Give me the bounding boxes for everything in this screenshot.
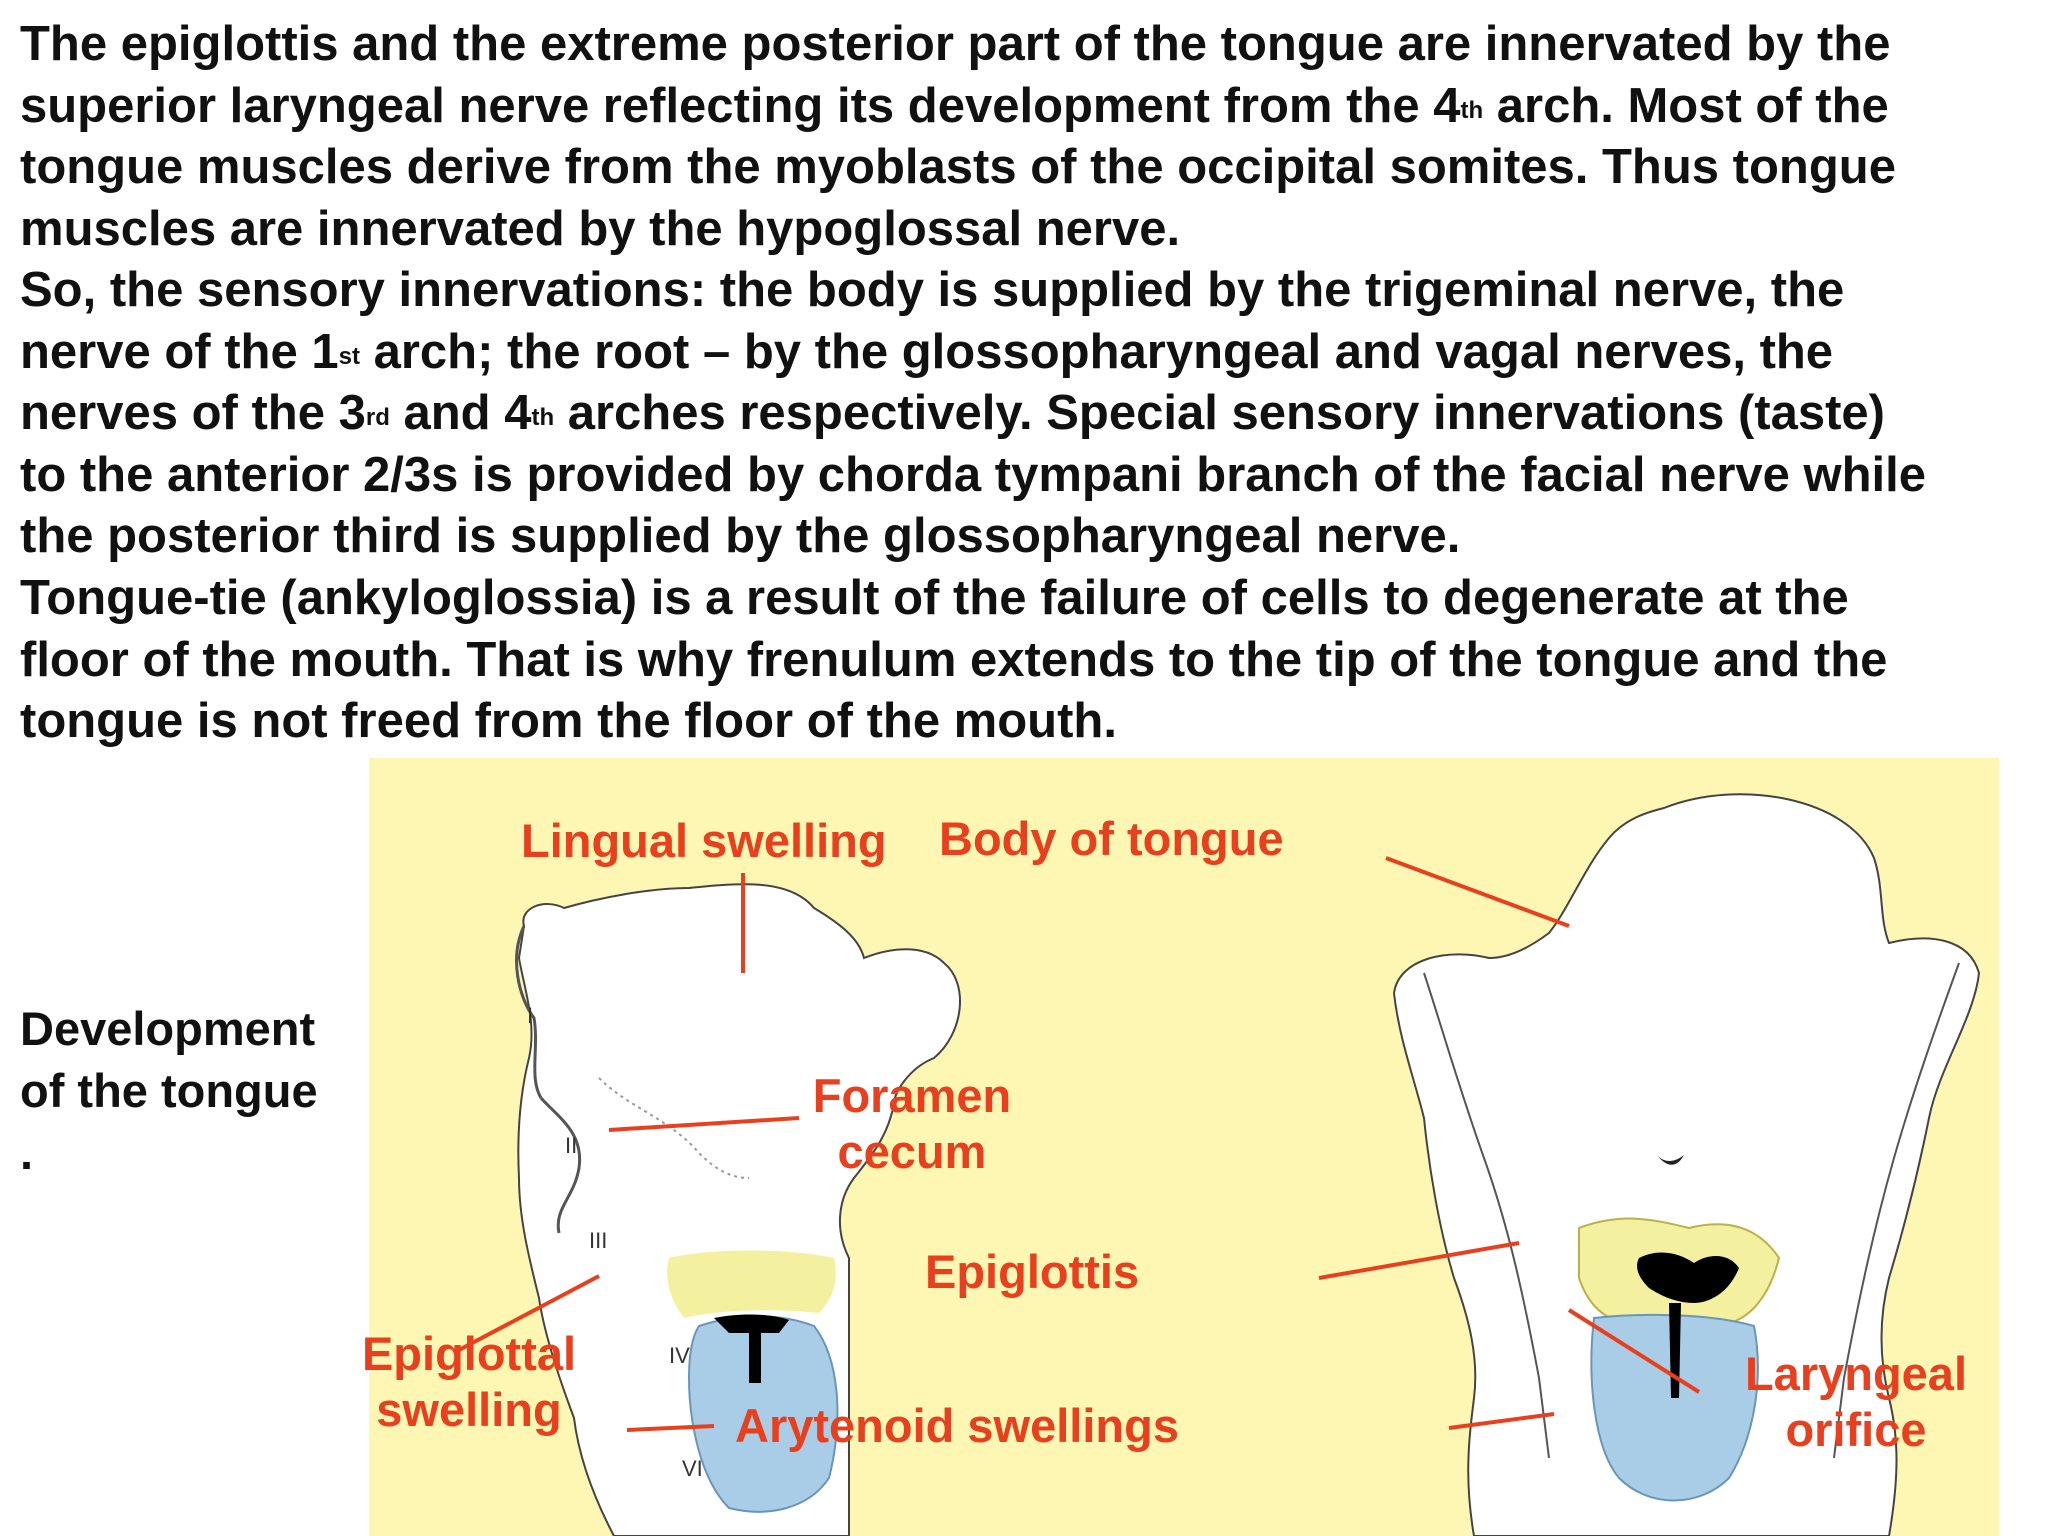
early-tongue-drawing: I II III IV VI (515, 883, 961, 1536)
text-span: muscles are innervated by the hypoglossa… (20, 201, 1181, 256)
label-line: Epiglottal (361, 1327, 577, 1380)
paragraph-sensory-innervations: So, the sensory innervations: the body i… (20, 260, 2040, 568)
text-span: superior laryngeal nerve reflecting its … (20, 78, 1461, 133)
text-span: the posterior third is supplied by the g… (20, 509, 1461, 563)
label-laryngeal-orifice: Laryngeal orifice (1721, 1346, 1991, 1458)
leader-laryngeal-orifice (1567, 1308, 1701, 1394)
leader-arytenoid-swellings-right (1448, 1412, 1555, 1430)
arch-numeral-ii: II (565, 1133, 577, 1158)
text-span: So, the sensory innervations: the body i… (20, 263, 1845, 317)
text-line: Tongue-tie (ankyloglossia) is a result o… (20, 568, 2040, 630)
arch-one-fold (515, 925, 543, 1099)
leader-arytenoid-swellings (626, 1424, 715, 1432)
label-line: swelling (376, 1383, 562, 1436)
superscript: th (1460, 96, 1484, 124)
leader-lines (458, 856, 1701, 1432)
text-line: muscles are innervated by the hypoglossa… (20, 199, 2040, 261)
leader-epiglottis (1318, 1241, 1520, 1280)
arch-numeral-i: I (527, 1003, 533, 1028)
paragraph-tongue-tie: Tongue-tie (ankyloglossia) is a result o… (20, 568, 2040, 753)
median-sulcus (598, 1077, 750, 1179)
label-epiglottis: Epiglottis (925, 1245, 1140, 1298)
text-span: floor of the mouth. That is why frenulum… (20, 632, 1888, 687)
label-line: Laryngeal (1744, 1347, 1968, 1400)
text-line: to the anterior 2/3s is provided by chor… (20, 445, 2040, 507)
text-line: The epiglottis and the extreme posterior… (20, 14, 2040, 76)
text-span: arch. Most of the (1483, 78, 1889, 133)
text-line: tongue muscles derive from the myoblasts… (20, 137, 2040, 199)
text-line: the posterior third is supplied by the g… (20, 506, 2040, 568)
text-span: The epiglottis and the extreme posterior… (20, 17, 1891, 71)
arch-numeral-iv: IV (669, 1343, 690, 1368)
laryngeal-orifice-region (1637, 1252, 1739, 1303)
text-span: and 4 (389, 386, 532, 440)
text-line: So, the sensory innervations: the body i… (20, 260, 2040, 322)
laryngeal-slit (714, 1314, 789, 1383)
paragraph-innervation-epiglottis: The epiglottis and the extreme posterior… (20, 14, 2040, 260)
text-line: nerve of the 1st arch; the root – by the… (20, 322, 2040, 384)
label-line: cecum (837, 1125, 987, 1178)
text-line: nerves of the 3rd and 4th arches respect… (20, 383, 2040, 445)
later-arytenoid-region (1590, 1313, 1759, 1502)
caption-line: Development (20, 1002, 316, 1055)
text-span: arches respectively. Special sensory inn… (554, 386, 1885, 440)
foramen-cecum-mark (1657, 1155, 1684, 1165)
label-arytenoid-swellings: Arytenoid swellings (735, 1399, 1179, 1452)
text-span: tongue muscles derive from the myoblasts… (20, 140, 1896, 194)
leader-epiglottal-swelling (458, 1274, 600, 1352)
caption-line: of the tongue (20, 1064, 318, 1117)
leader-foramen-cecum (608, 1116, 800, 1132)
left-outer-arch (1423, 972, 1550, 1459)
text-line: floor of the mouth. That is why frenulum… (20, 630, 2040, 692)
text-span: arch; the root – by the glossopharyngeal… (359, 324, 1834, 379)
label-line: orifice (1785, 1403, 1927, 1456)
label-foramen-cecum: Foramen cecum (797, 1068, 1027, 1180)
later-laryngeal-slit (1669, 1303, 1681, 1398)
superscript: st (338, 342, 360, 370)
caption-line: . (20, 1126, 34, 1179)
later-tongue-outline (1392, 793, 1981, 1536)
arch-numeral-vi: VI (682, 1456, 703, 1481)
arytenoid-swelling-region (687, 1315, 839, 1513)
text-span: nerves of the 3 (20, 386, 366, 440)
text-span: Tongue-tie (ankyloglossia) is a result o… (20, 571, 1849, 625)
superscript: rd (365, 404, 390, 431)
text-line: superior laryngeal nerve reflecting its … (20, 76, 2040, 138)
text-span: to the anterior 2/3s is provided by chor… (20, 447, 1927, 502)
label-line: Foramen (812, 1069, 1012, 1122)
text-span: tongue is not freed from the floor of th… (20, 694, 1117, 748)
leader-body-of-tongue (1385, 856, 1570, 928)
text-line: tongue is not freed from the floor of th… (20, 691, 2040, 753)
figure-side-caption: Development of the tongue . (20, 998, 318, 1184)
superscript: th (531, 404, 555, 431)
label-epiglottal-swelling: Epiglottal swelling (354, 1326, 584, 1438)
label-lingual-swelling: Lingual swelling (521, 814, 887, 867)
label-body-of-tongue: Body of tongue (939, 812, 1284, 865)
tongue-development-figure: I II III IV VI Lin (362, 758, 1999, 1536)
arch-numeral-iii: III (589, 1228, 607, 1253)
tongue-illustration: I II III IV VI (458, 793, 1981, 1536)
arch-two-fold (539, 1096, 582, 1234)
text-span: nerve of the 1 (20, 324, 339, 379)
right-outer-arch (1833, 962, 1960, 1459)
epiglottal-swelling-region (667, 1250, 836, 1318)
later-tongue-drawing (1392, 793, 1981, 1536)
